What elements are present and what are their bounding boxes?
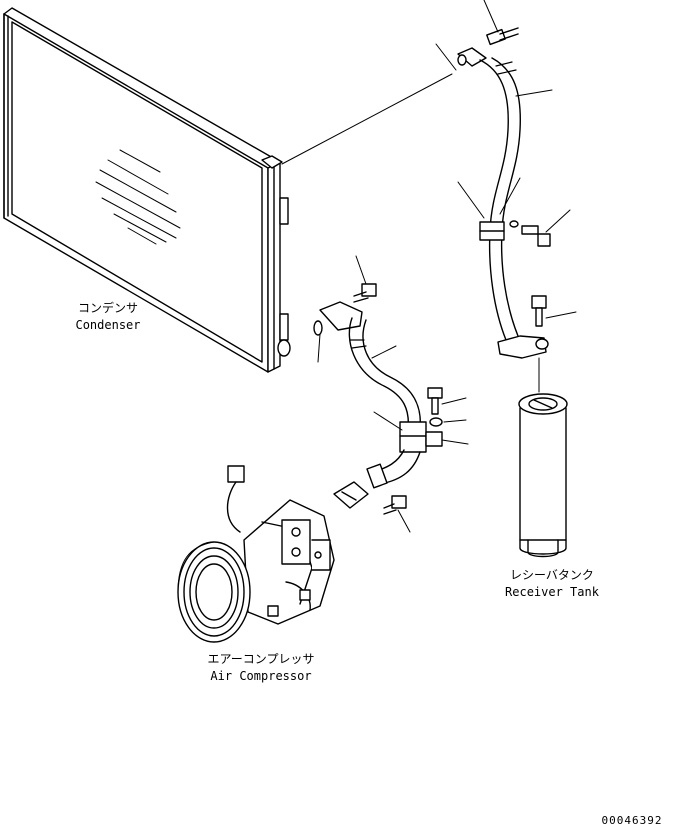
bolt-compressor (383, 495, 407, 515)
receiver-tank (518, 357, 568, 558)
lower-hose (313, 301, 443, 509)
bolt-lower-top (353, 283, 377, 303)
leader-condenser-outlet (281, 73, 453, 165)
upper-hose (457, 47, 549, 359)
compressor-label-jp: エアーコンプレッサ (207, 652, 315, 666)
air-compressor (177, 465, 335, 643)
condenser-label-en: Condenser (75, 318, 141, 332)
receiver-label-jp: レシーバタンク (510, 568, 594, 582)
condenser (3, 7, 291, 373)
bolt-lower-clamp (427, 387, 443, 427)
upper-leaders (435, 0, 577, 319)
drawing-number: 00046392 (601, 814, 663, 827)
bolt-receiver-bracket (531, 295, 547, 327)
condenser-label-jp: コンデンサ (77, 301, 138, 315)
bolt-clamp-upper (509, 220, 551, 247)
bolt-top (486, 27, 519, 46)
receiver-label-en: Receiver Tank (505, 585, 599, 599)
condenser-fin-hatching (95, 149, 181, 245)
compressor-label-en: Air Compressor (210, 669, 312, 683)
